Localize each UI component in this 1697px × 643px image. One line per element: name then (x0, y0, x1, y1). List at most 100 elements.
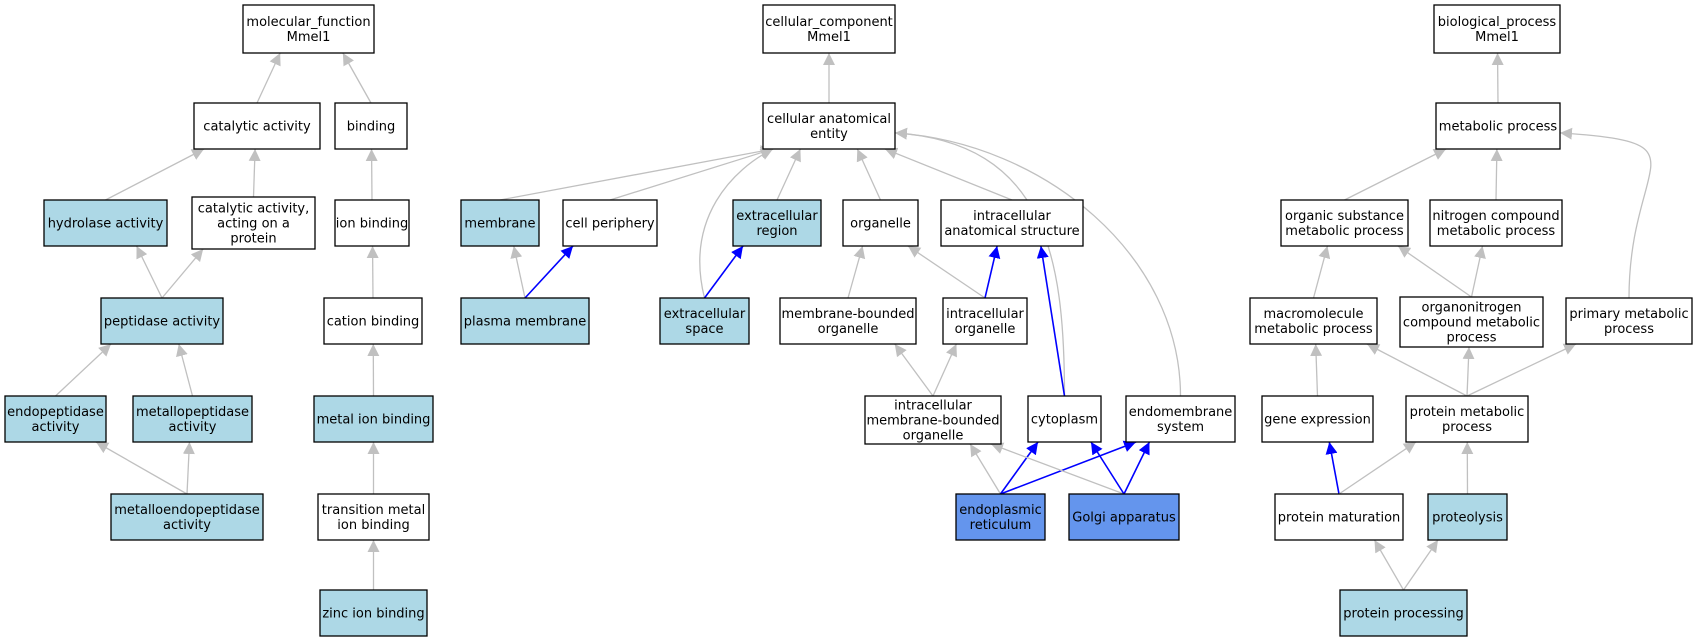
node-label-line: region (756, 224, 797, 239)
node-label-line: molecular_function (246, 15, 370, 30)
node-membrane: membrane (460, 199, 540, 247)
edge-gene-expr-to-macromolecule (1310, 343, 1323, 397)
node-label-line: gene expression (1264, 413, 1371, 428)
node-label-line: primary metabolic (1569, 307, 1688, 322)
node-box (191, 196, 316, 250)
node-label-line: protein processing (1343, 607, 1463, 622)
node-label-line: activity (32, 420, 80, 435)
node-box (659, 297, 750, 345)
node-box (334, 199, 410, 247)
edge-membrane-to-cae (499, 145, 774, 201)
edge-golgi-to-endomembrane (1123, 441, 1151, 495)
node-label-line: extracellular (736, 209, 818, 224)
node-label-line: space (685, 322, 723, 337)
edge-protein-processing-to-proteolysis (1402, 539, 1439, 591)
node-box (562, 199, 658, 247)
edge-extracellular-space-to-cae (699, 148, 774, 299)
node-box (1427, 493, 1508, 541)
edge-catalytic-to-mf-root (256, 52, 281, 104)
node-label-line: hydrolase activity (48, 217, 164, 232)
edge-mb-organelle-to-organelle (847, 245, 866, 299)
node-label-line: endopeptidase (7, 405, 104, 420)
node-label-line: macromolecule (1263, 307, 1363, 322)
edge-ic-organelle-to-intracellular-struct (984, 245, 1001, 299)
node-label-line: ion binding (337, 518, 409, 533)
edge-er-to-cytoplasm (999, 441, 1039, 495)
node-box (940, 199, 1084, 247)
node-box (460, 199, 540, 247)
node-binding: binding (334, 102, 408, 150)
node-label-line: Golgi apparatus (1072, 511, 1176, 526)
node-label-line: intracellular (946, 307, 1024, 322)
edge-protein-maturation-to-protein-met (1338, 441, 1417, 495)
node-label-line: Mmel1 (1475, 30, 1519, 45)
edge-metalloendo-to-endopeptidase (95, 441, 188, 495)
edge-hydrolase-to-catalytic (105, 148, 205, 201)
edge-organic-sub-to-metabolic (1344, 148, 1447, 201)
node-label-line: proteolysis (1432, 511, 1503, 526)
node-label-line: binding (347, 120, 395, 135)
node-label-line: organelle (818, 322, 879, 337)
node-box (942, 297, 1028, 345)
edge-endopeptidase-to-peptidase (55, 343, 112, 397)
node-golgi: Golgi apparatus (1068, 493, 1180, 541)
node-box (762, 102, 896, 150)
node-box (100, 297, 224, 345)
node-label-line: organelle (903, 429, 964, 444)
node-box (955, 493, 1046, 541)
node-box (1339, 589, 1468, 637)
node-box (4, 395, 107, 443)
node-label-line: peptidase activity (104, 315, 221, 330)
node-label-line: intracellular (973, 209, 1051, 224)
node-box (1249, 297, 1378, 345)
node-label-line: metallopeptidase (136, 405, 249, 420)
node-label-line: protein (230, 232, 276, 247)
node-box (132, 395, 253, 443)
node-label-line: process (1447, 331, 1497, 346)
node-label-line: metabolic process (1254, 322, 1373, 337)
edge-nitrogen-comp-to-metabolic (1490, 148, 1503, 201)
edge-golgi-to-cytoplasm (1090, 441, 1125, 495)
node-label-line: cation binding (327, 315, 420, 330)
edge-golgi-to-icmb-organelle (990, 442, 1125, 495)
node-label-line: metabolic process (1439, 120, 1558, 135)
edge-cytoplasm-to-intracellular-struct (1036, 245, 1066, 397)
edge-endomembrane-to-cae (894, 127, 1182, 397)
node-box (460, 297, 590, 345)
edge-organonitrogen-to-organic-sub (1397, 245, 1472, 298)
edge-extracellular-region-to-cae (776, 148, 801, 201)
node-label-line: organonitrogen (1422, 301, 1522, 316)
edge-plasma-membrane-to-cell-periphery (524, 245, 574, 299)
edge-er-to-icmb-organelle (969, 443, 1002, 495)
node-box (1125, 395, 1236, 443)
node-metabolic: metabolic process (1435, 102, 1561, 150)
node-box (317, 493, 430, 541)
edge-macromolecule-to-organic-sub (1312, 245, 1331, 299)
node-box (1274, 493, 1404, 541)
node-label-line: entity (810, 127, 848, 142)
node-label-line: metabolic process (1285, 224, 1404, 239)
node-box (762, 4, 896, 54)
node-label-line: system (1157, 420, 1204, 435)
node-box (319, 589, 428, 637)
edge-peptidase-to-cat-protein (161, 248, 204, 299)
edge-ic-organelle-to-organelle (907, 245, 986, 299)
node-box (1429, 199, 1563, 247)
node-protein-maturation: protein maturation (1274, 493, 1404, 541)
node-label-line: protein maturation (1278, 511, 1401, 526)
node-box (242, 4, 375, 54)
node-label-line: extracellular (664, 307, 746, 322)
